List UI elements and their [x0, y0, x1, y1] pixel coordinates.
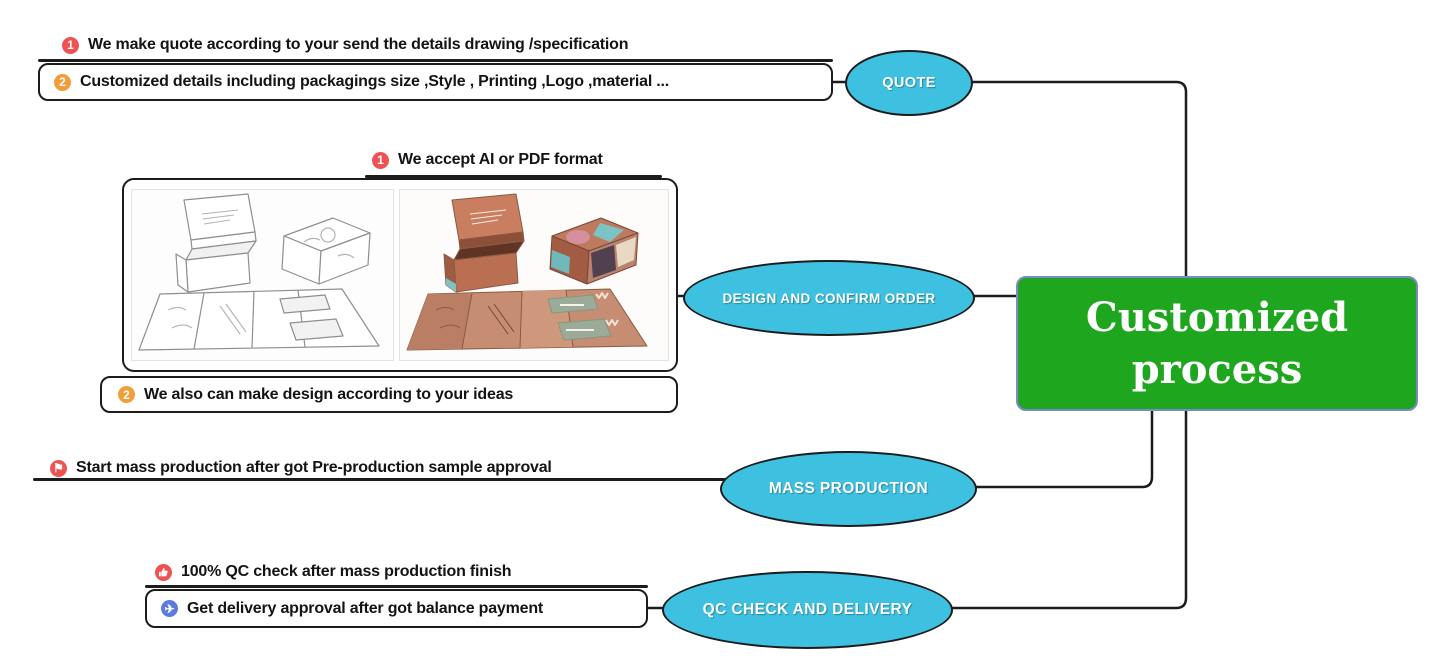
qc-delivery-node: QC CHECK AND DELIVERY: [662, 571, 953, 649]
qc-item-2: ✈ Get delivery approval after got balanc…: [145, 589, 648, 628]
number-1-badge-icon: 1: [372, 151, 389, 169]
quote-item-1-label: We make quote according to your send the…: [88, 36, 629, 53]
quote-item-1: 1 We make quote according to your send t…: [62, 36, 628, 54]
quote-node: QUOTE: [845, 50, 973, 116]
design-item-2: 2 We also can make design according to y…: [100, 376, 678, 413]
qc-item-1: 100% QC check after mass production fini…: [155, 563, 512, 581]
packaging-dieline-rendered-image: [399, 189, 669, 361]
root-label-line1: Customized: [1085, 293, 1349, 341]
number-2-badge-icon: 2: [118, 386, 135, 403]
quote-to-root-connector: [967, 80, 1188, 280]
root-node: Customized process: [1016, 276, 1418, 411]
qc-item-1-label: 100% QC check after mass production fini…: [181, 563, 512, 580]
airplane-icon: ✈: [161, 600, 178, 617]
design-images-box: [122, 178, 678, 372]
design-item-1-label: We accept AI or PDF format: [398, 151, 603, 168]
flat-template-rendered: [406, 288, 648, 351]
quote-item-2-label: Customized details including packagings …: [80, 73, 670, 90]
sketch-lid-text-lines: [201, 209, 239, 225]
quote-item-2: 2 Customized details including packaging…: [38, 63, 833, 101]
closed-box-rendered: [549, 217, 639, 285]
qc-to-root-connector: [946, 407, 1188, 610]
mass-production-node: MASS PRODUCTION: [720, 451, 977, 527]
packaging-dieline-sketch-image: [131, 189, 394, 361]
qc-item-1-underline: [145, 585, 648, 588]
flat-template-sketch: [138, 288, 380, 351]
mass-item-1-label: Start mass production after got Pre-prod…: [76, 459, 552, 476]
design-item-1-underline: [365, 175, 662, 178]
design-node: DESIGN AND CONFIRM ORDER: [683, 260, 975, 336]
closed-box-sketch: [281, 217, 371, 285]
mass-to-root-connector: [970, 407, 1154, 489]
thumbs-up-icon: [155, 563, 172, 581]
root-label-line2: process: [1131, 345, 1303, 393]
qc-item-2-label: Get delivery approval after got balance …: [187, 599, 544, 617]
quote-item-1-underline: [38, 59, 833, 62]
mass-item-1-underline: [33, 478, 726, 481]
mass-item-1: ⚑ Start mass production after got Pre-pr…: [50, 459, 552, 477]
number-2-badge-icon: 2: [54, 73, 71, 91]
open-box-rendered: [443, 193, 525, 293]
design-item-1: 1 We accept AI or PDF format: [372, 151, 603, 169]
design-item-2-label: We also can make design according to you…: [144, 385, 514, 403]
flag-icon: ⚑: [50, 459, 67, 477]
number-1-badge-icon: 1: [62, 36, 79, 54]
rendered-lid-text-lines: [469, 209, 507, 225]
open-box-sketch: [175, 193, 257, 293]
